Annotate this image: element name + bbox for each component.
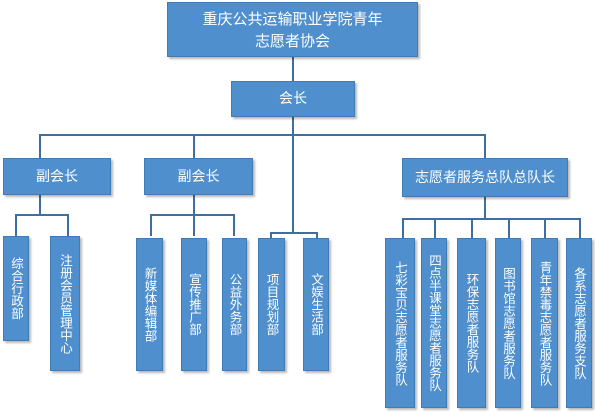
connector-team4 — [508, 218, 510, 238]
department-node: 公益外务部 — [222, 238, 247, 371]
department-label: 项目规划部 — [264, 273, 280, 336]
volunteer-team-node: 环保志愿者服务队 — [457, 238, 486, 408]
volunteer-team-label: 青年禁毒志愿者服务队 — [537, 260, 553, 386]
volunteer-team-label: 环保志愿者服务队 — [464, 273, 480, 373]
connector-vp1-dep1 — [15, 214, 17, 236]
president-node: 会长 — [231, 81, 355, 117]
connector-vp2-dep1 — [150, 214, 152, 236]
volunteer-team-label: 四点半课堂志愿者服务队 — [427, 254, 442, 392]
department-node: 项目规划部 — [258, 238, 285, 371]
connector-vp2-down — [193, 195, 195, 215]
connector-level2-bar — [39, 134, 485, 136]
root-line2: 志愿者协会 — [254, 31, 330, 50]
connector-pres-dep1 — [270, 232, 272, 238]
volunteer-team-label: 七彩宝贝志愿者服务队 — [393, 260, 408, 386]
volunteer-team-node: 青年禁毒志愿者服务队 — [531, 238, 558, 408]
connector-pres-dep2 — [316, 232, 318, 238]
volunteer-team-label: 各系志愿者服务支队 — [572, 266, 587, 380]
volunteer-team-node: 七彩宝贝志愿者服务队 — [385, 238, 415, 408]
volunteer-team-node: 图书馆志愿者服务队 — [495, 238, 521, 408]
team-leader-node: 志愿者服务总队总队长 — [402, 158, 568, 197]
connector-vp2-dep2 — [193, 214, 195, 236]
volunteer-team-node: 四点半课堂志愿者服务队 — [421, 238, 447, 408]
department-label: 公益外务部 — [227, 273, 243, 336]
department-label: 综合行政部 — [9, 257, 24, 320]
connector-president-trunk — [292, 117, 294, 234]
connector-leader-bar — [402, 218, 580, 220]
department-label: 文娱生活部 — [309, 273, 324, 336]
connector-vp2-dep3 — [233, 214, 235, 236]
connector-team3 — [471, 218, 473, 238]
vice-president-label-2: 副会长 — [177, 168, 220, 185]
connector-leader-down — [484, 197, 486, 219]
department-node: 宣传推广部 — [181, 238, 207, 371]
connector-vp1-bar — [15, 214, 69, 216]
connector-to-team-leader — [484, 134, 486, 158]
department-node: 新媒体编辑部 — [136, 238, 163, 371]
connector-vp2-bar — [150, 214, 235, 216]
connector-team5 — [544, 218, 546, 238]
department-label: 注册会员管理中心 — [58, 253, 73, 354]
connector-to-vp2 — [193, 134, 195, 158]
department-node: 注册会员管理中心 — [50, 236, 80, 371]
connector-root-president — [292, 57, 294, 81]
connector-team2 — [434, 218, 436, 238]
volunteer-team-label: 图书馆志愿者服务队 — [501, 266, 516, 380]
department-node: 文娱生活部 — [303, 238, 329, 371]
department-label: 新媒体编辑部 — [142, 267, 158, 342]
connector-team6 — [579, 218, 581, 238]
connector-vp1-down — [39, 195, 41, 215]
connector-to-vp1 — [39, 134, 41, 158]
connector-pres-bar — [270, 232, 318, 234]
vice-president-node-1: 副会长 — [3, 158, 111, 195]
team-leader-label: 志愿者服务总队总队长 — [415, 169, 555, 186]
department-node: 综合行政部 — [3, 236, 29, 341]
connector-team1 — [402, 218, 404, 238]
connector-vp1-dep2 — [67, 214, 69, 236]
president-label: 会长 — [279, 91, 307, 107]
vice-president-node-2: 副会长 — [144, 158, 253, 195]
volunteer-team-node: 各系志愿者服务支队 — [566, 238, 592, 408]
department-label: 宣传推广部 — [187, 273, 202, 336]
root-node: 重庆公共运输职业学院青年 志愿者协会 — [167, 2, 418, 57]
vice-president-label-1: 副会长 — [36, 168, 78, 185]
root-line1: 重庆公共运输职业学院青年 — [202, 9, 383, 28]
